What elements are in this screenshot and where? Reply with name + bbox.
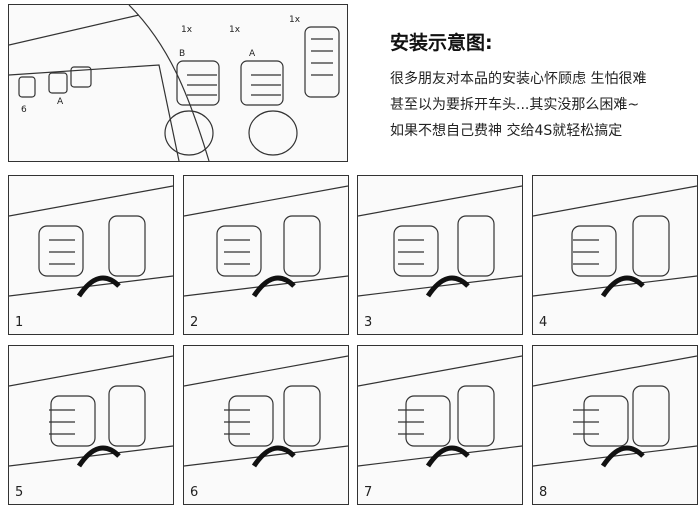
label-a: A — [57, 97, 64, 107]
label-6: 6 — [21, 105, 27, 115]
step-number: 2 — [190, 315, 199, 330]
step-number: 5 — [15, 485, 24, 500]
step-number: 3 — [364, 315, 373, 330]
step-panel-7: 7 — [357, 345, 523, 505]
step-panel-2: 2 — [183, 175, 349, 335]
qty-label: 1x — [229, 25, 241, 35]
step-number: 4 — [539, 315, 548, 330]
step-number: 8 — [539, 485, 548, 500]
step-number: 6 — [190, 485, 199, 500]
step-panel-3: 3 — [357, 175, 523, 335]
step-panel-1: 1 — [8, 175, 174, 335]
step-panel-8: 8 — [532, 345, 698, 505]
step-panel-6: 6 — [183, 345, 349, 505]
qty-label: 1x — [289, 15, 301, 25]
page-title: 安装示意图: — [390, 32, 493, 54]
step-number: 1 — [15, 315, 24, 330]
overview-illustration: 1x 1x 1x B A A 6 — [8, 4, 348, 162]
label-b: B — [179, 49, 186, 59]
label-a: A — [249, 49, 256, 59]
step-number: 7 — [364, 485, 373, 500]
step-panel-4: 4 — [532, 175, 698, 335]
description-line: 很多朋友对本品的安装心怀顾虑 生怕很难 — [390, 71, 647, 87]
qty-label: 1x — [181, 25, 193, 35]
step-panel-5: 5 — [8, 345, 174, 505]
description-line: 甚至以为要拆开车头...其实没那么困难~ — [390, 97, 640, 113]
description-line: 如果不想自己费神 交给4S就轻松搞定 — [390, 123, 623, 139]
